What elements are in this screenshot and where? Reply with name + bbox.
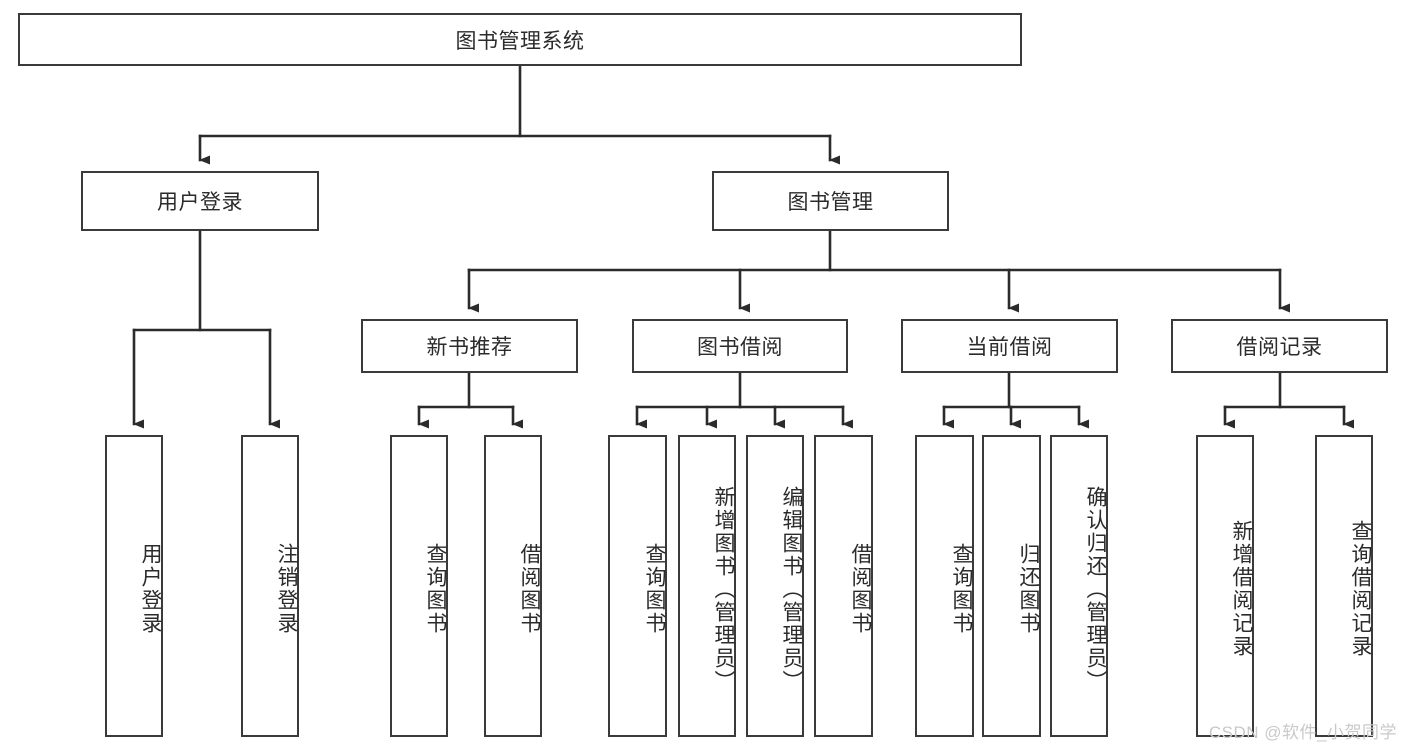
node-leaf-query-record[interactable]: 查询借阅记录 — [1315, 435, 1373, 737]
node-leaf-query-book-cb[interactable]: 查询图书 — [915, 435, 974, 737]
node-new-book-rec-label: 新书推荐 — [426, 336, 513, 359]
node-book-manage[interactable]: 图书管理 — [712, 171, 949, 231]
node-leaf-query-book-cb-label: 查询图书 — [950, 543, 973, 635]
node-new-book-rec[interactable]: 新书推荐 — [361, 319, 578, 373]
node-leaf-return-book[interactable]: 归还图书 — [982, 435, 1041, 737]
node-leaf-user-login[interactable]: 用户登录 — [105, 435, 163, 737]
node-leaf-logout[interactable]: 注销登录 — [241, 435, 299, 737]
node-leaf-borrow-book-rec-label: 借阅图书 — [518, 543, 541, 635]
node-root-system-label: 图书管理系统 — [455, 29, 585, 53]
node-borrow-records-label: 借阅记录 — [1236, 336, 1323, 359]
node-leaf-borrow-book-rec[interactable]: 借阅图书 — [484, 435, 542, 737]
node-book-borrow-label: 图书借阅 — [697, 336, 783, 359]
node-leaf-logout-label: 注销登录 — [275, 543, 298, 635]
node-user-login-label: 用户登录 — [157, 191, 243, 214]
node-leaf-edit-book[interactable]: 编辑图书（管理员） — [746, 435, 804, 737]
node-leaf-query-book-rec-label: 查询图书 — [424, 543, 447, 635]
node-current-borrow-label: 当前借阅 — [966, 336, 1053, 359]
node-book-borrow[interactable]: 图书借阅 — [632, 319, 848, 373]
node-leaf-edit-book-label: 编辑图书（管理员） — [780, 485, 803, 693]
node-leaf-query-record-label: 查询借阅记录 — [1349, 520, 1372, 658]
node-current-borrow[interactable]: 当前借阅 — [901, 319, 1118, 373]
node-leaf-query-book-bb[interactable]: 查询图书 — [608, 435, 667, 737]
node-leaf-confirm-return[interactable]: 确认归还（管理员） — [1050, 435, 1108, 737]
node-borrow-records[interactable]: 借阅记录 — [1171, 319, 1388, 373]
node-leaf-query-book-rec[interactable]: 查询图书 — [390, 435, 448, 737]
node-leaf-add-book-label: 新增图书（管理员） — [712, 485, 735, 693]
node-user-login[interactable]: 用户登录 — [81, 171, 319, 231]
node-leaf-return-book-label: 归还图书 — [1017, 543, 1040, 635]
node-leaf-borrow-book-bb[interactable]: 借阅图书 — [814, 435, 873, 737]
node-leaf-add-record-label: 新增借阅记录 — [1230, 520, 1253, 658]
node-leaf-query-book-bb-label: 查询图书 — [643, 543, 666, 635]
node-leaf-add-record[interactable]: 新增借阅记录 — [1196, 435, 1254, 737]
node-root-system[interactable]: 图书管理系统 — [18, 13, 1022, 66]
node-leaf-user-login-label: 用户登录 — [139, 543, 162, 635]
node-leaf-borrow-book-bb-label: 借阅图书 — [849, 543, 872, 635]
node-leaf-add-book[interactable]: 新增图书（管理员） — [678, 435, 736, 737]
node-book-manage-label: 图书管理 — [787, 191, 874, 214]
node-leaf-confirm-return-label: 确认归还（管理员） — [1084, 485, 1107, 693]
watermark-text: CSDN @软件_小贺同学 — [1208, 723, 1397, 742]
